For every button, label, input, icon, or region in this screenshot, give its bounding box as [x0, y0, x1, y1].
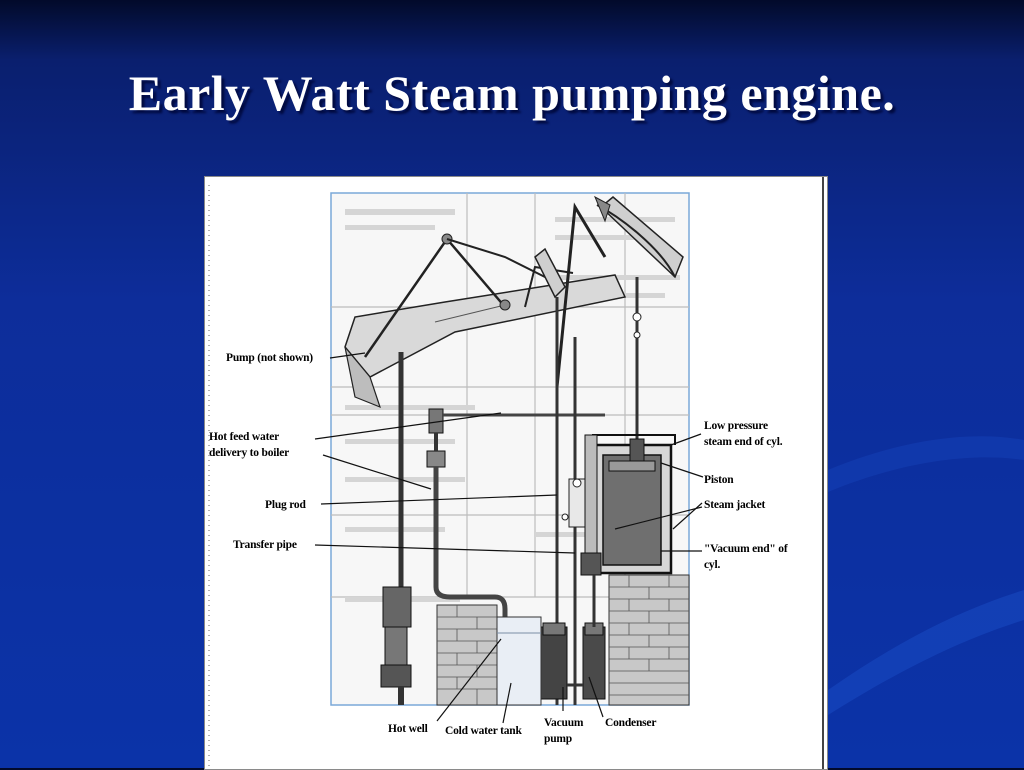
callout-leader-lines: [314, 352, 704, 724]
label-low-pressure-2: steam end of cyl.: [704, 436, 783, 448]
label-hot-well: Hot well: [388, 723, 428, 735]
label-hot-feed-water-2: delivery to boiler: [209, 447, 290, 459]
label-plug-rod: Plug rod: [265, 499, 306, 511]
label-condenser: Condenser: [605, 717, 657, 729]
engine-diagram-figure: Pump (not shown) Hot feed water delivery…: [204, 176, 828, 770]
brick-foundation-right: [608, 574, 690, 706]
label-vacuum-pump-1: Vacuum: [544, 717, 584, 729]
label-vacuum-end-1: "Vacuum end" of: [704, 543, 788, 555]
engine-illustration: [208, 177, 824, 769]
brick-foundation-left: [436, 604, 542, 706]
slide-title: Early Watt Steam pumping engine.: [128, 65, 896, 121]
label-pump-not-shown: Pump (not shown): [226, 352, 313, 364]
label-piston: Piston: [704, 474, 734, 486]
label-transfer-pipe: Transfer pipe: [233, 539, 297, 551]
label-vacuum-end-2: cyl.: [704, 559, 721, 571]
label-steam-jacket: Steam jacket: [704, 499, 766, 511]
label-vacuum-pump-2: pump: [544, 733, 572, 745]
label-cold-water-tank: Cold water tank: [445, 725, 522, 737]
label-low-pressure-1: Low pressure: [704, 420, 768, 432]
label-hot-feed-water-1: Hot feed water: [209, 431, 280, 443]
